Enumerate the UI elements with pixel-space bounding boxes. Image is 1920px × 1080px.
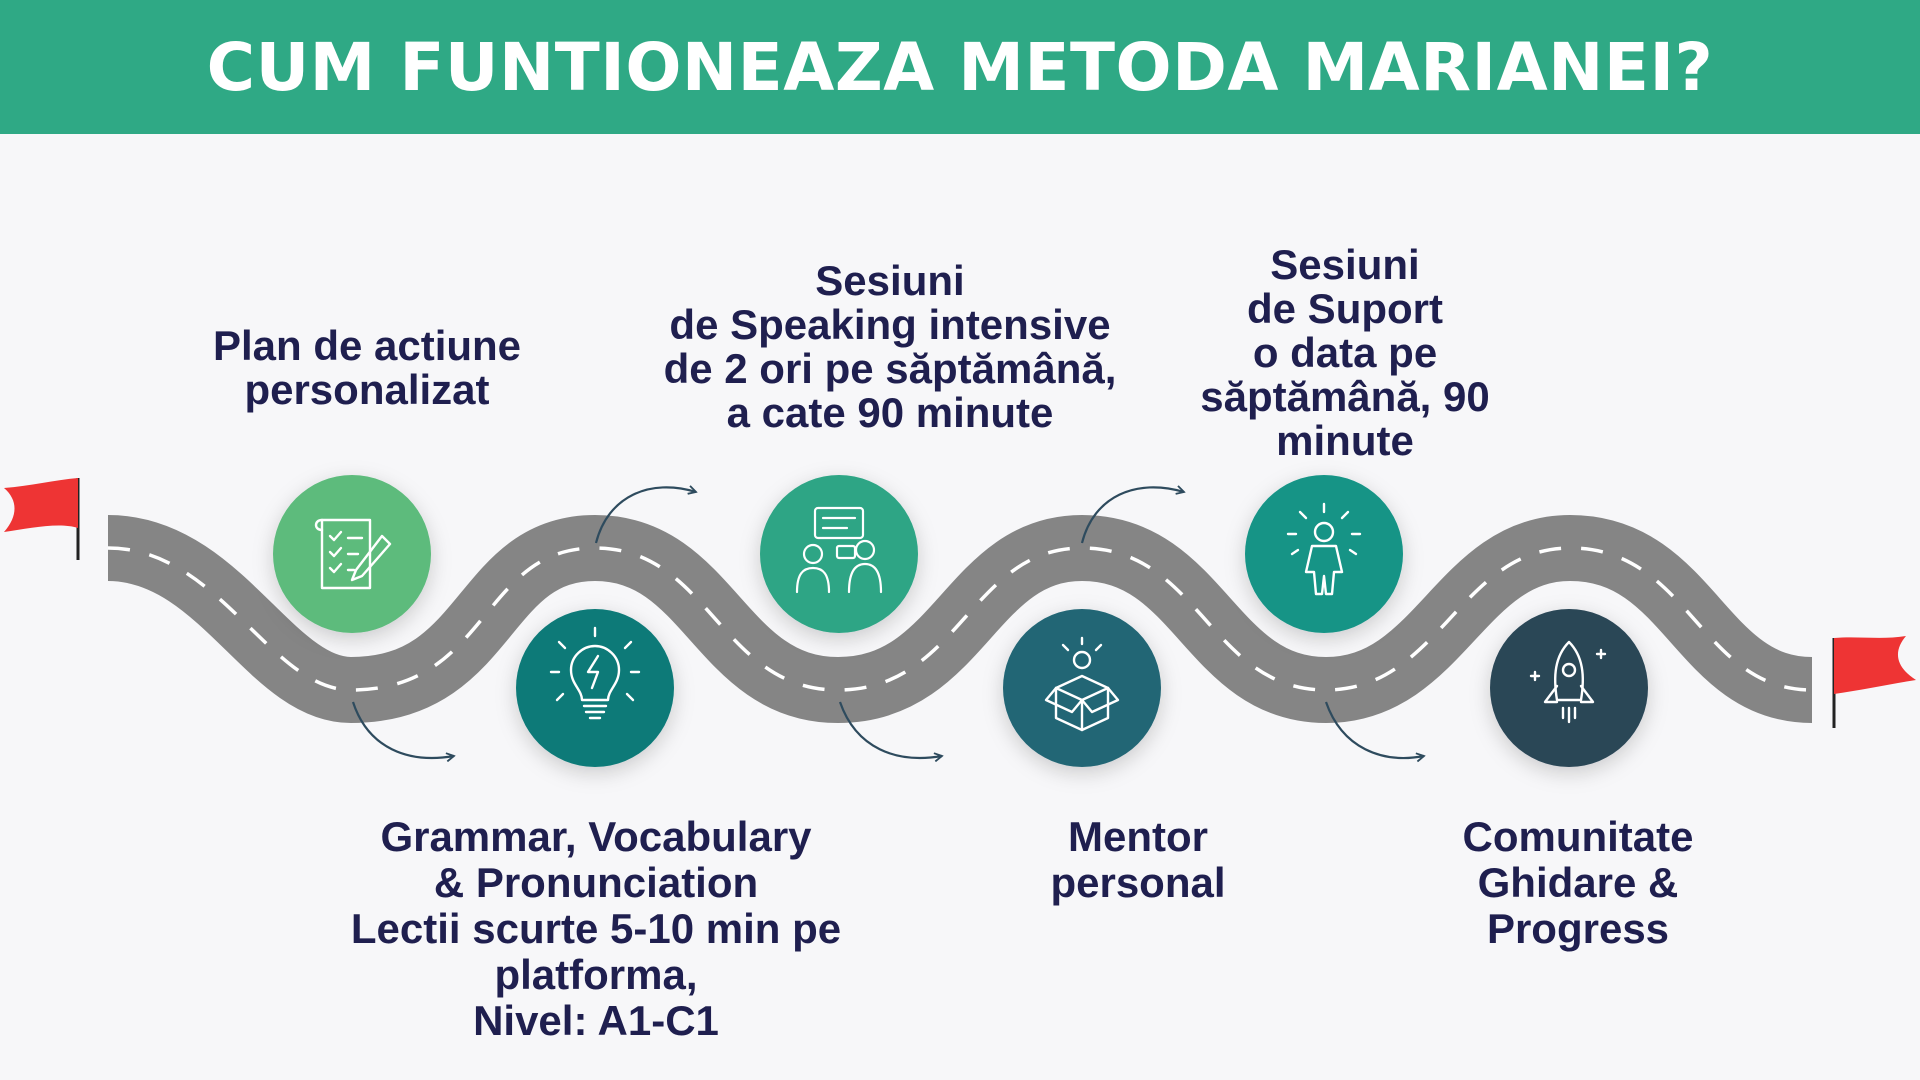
- speaking-people-icon: [795, 506, 883, 594]
- step-label-community: Comunitate Ghidare & Progress: [1462, 813, 1694, 952]
- rocket-icon: [1529, 640, 1607, 724]
- step-label-support: Sesiuni de Suport o data pe săptămână, 9…: [1200, 241, 1490, 464]
- arrow-down-2: [838, 701, 942, 758]
- arrow-down-3: [1324, 701, 1424, 758]
- arrow-up-2: [1080, 487, 1184, 544]
- arrow-up-1: [594, 487, 696, 544]
- mentor-box-icon: [1044, 636, 1120, 732]
- step-circle-6: [1490, 609, 1648, 767]
- finish-flag-icon: [1832, 636, 1916, 728]
- plan-checklist-icon: [314, 518, 392, 590]
- step-label-grammar: Grammar, Vocabulary & Pronunciation Lect…: [350, 813, 842, 1044]
- step-label-plan: Plan de actiune personalizat: [212, 322, 522, 413]
- step-circle-3: [760, 475, 918, 633]
- page-title: CUM FUNTIONEAZA METODA MARIANEI?: [206, 28, 1714, 106]
- lightbulb-icon: [549, 626, 641, 720]
- step-circle-4: [1003, 609, 1161, 767]
- start-flag-icon: [4, 478, 80, 560]
- step-label-speaking: Sesiuni de Speaking intensive de 2 ori p…: [663, 257, 1117, 436]
- step-circle-5: [1245, 475, 1403, 633]
- arrow-down-1: [351, 701, 454, 758]
- step-circle-2: [516, 609, 674, 767]
- header-banner: CUM FUNTIONEAZA METODA MARIANEI?: [0, 0, 1920, 134]
- step-label-mentor: Mentor personal: [1050, 813, 1226, 906]
- person-support-icon: [1286, 502, 1362, 596]
- road-center-line: [107, 546, 1813, 692]
